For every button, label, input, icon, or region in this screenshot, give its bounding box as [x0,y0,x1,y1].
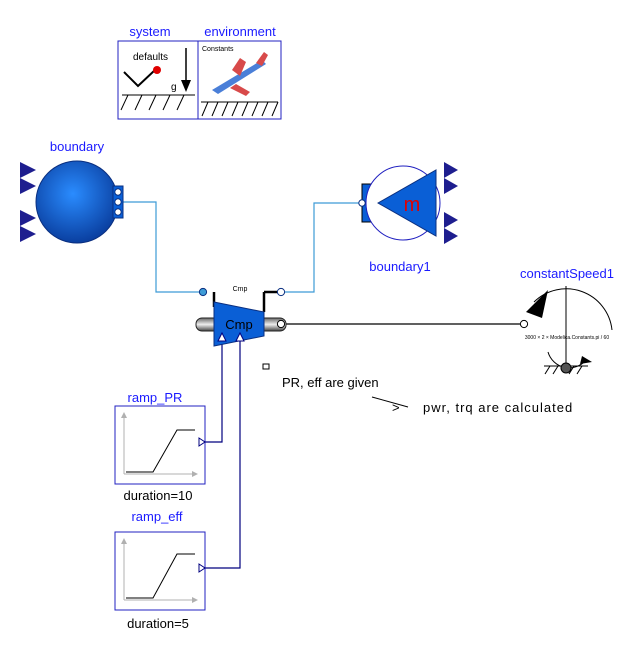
system-name: system [129,24,170,39]
system-defaults-label: defaults [133,52,168,63]
boundary-port-2[interactable] [114,198,122,206]
ramp-pr-box [114,405,206,485]
fluid-connection-cmp-boundary1[interactable] [281,202,360,293]
compressor-flange-port[interactable] [276,319,286,329]
ramp-pr-param: duration=10 [123,488,192,503]
compressor-trapezoid-icon [213,301,265,347]
system-g-label: g [171,82,177,93]
support-icon [560,362,572,374]
system-vee-icon [123,69,156,88]
signal-connection-ramp-eff[interactable] [205,336,241,569]
ramp-eff-box [114,531,206,611]
annotation-given: PR, eff are given [282,375,379,390]
boundary1-triangle-icon [376,169,437,237]
compressor-eff-input-port[interactable] [235,331,245,342]
boundary-input-ports [20,162,36,242]
environment-constants-label: Constants [202,46,234,53]
boundary1-input-ports [444,162,458,244]
ramp-eff-param: duration=5 [127,616,189,631]
constantSpeed1-name: constantSpeed1 [520,266,614,281]
environment-component[interactable]: environment Constants [197,24,282,120]
compressor-component[interactable]: Cmp Cmp [195,286,287,370]
boundary1-component[interactable]: m boundary1 [358,162,458,274]
compressor-pr-input-port[interactable] [217,331,227,342]
boundary-name: boundary [50,139,105,154]
compressor-inlet-port[interactable] [198,287,208,297]
compressor-outlet-port[interactable] [276,287,286,297]
speed-arrow-icon [526,290,548,318]
ramp-pr-name: ramp_PR [128,390,183,405]
constantSpeed1-param: 3000 × 2 × Modelica.Constants.pi / 60 [525,335,609,341]
annotation-arrow: > [392,400,400,415]
compressor-top-label: Cmp [233,286,248,293]
signal-connection-ramp-pr[interactable] [205,336,223,443]
ramp-eff-output-port[interactable] [198,563,206,573]
support-hatch-icon [544,365,583,375]
airplane-icon [212,52,268,96]
system-red-dot-icon [153,66,161,74]
ground-hatch-icon [120,94,185,111]
system-component[interactable]: system defaults g [117,24,199,120]
boundary1-name: boundary1 [369,259,430,274]
boundary-port-1[interactable] [114,188,122,196]
environment-name: environment [204,24,276,39]
boundary1-symbol: m [404,194,421,216]
ramp-eff-curve-icon [126,553,195,599]
fluid-connection-boundary-cmp[interactable] [118,201,203,293]
ramp-eff-component[interactable]: ramp_eff duration=5 [114,509,206,631]
boundary-sphere-icon [35,160,119,244]
annotation-calculated: pwr, trq are calculated [423,400,573,415]
environment-hatch-icon [201,101,279,117]
boundary-port-3[interactable] [114,208,122,216]
boundary1-port[interactable] [358,199,366,207]
constantSpeed1-component[interactable]: constantSpeed1 3000 × 2 × Modelica.Const… [519,266,614,375]
ramp-pr-component[interactable]: ramp_PR duration=10 [114,390,206,503]
compressor-symbol: Cmp [225,317,252,332]
constantSpeed1-flange-port[interactable] [519,319,529,329]
ramp-eff-name: ramp_eff [131,509,182,524]
ramp-pr-output-port[interactable] [198,437,206,447]
ramp-pr-curve-icon [126,429,195,473]
small-marker [262,363,270,370]
boundary-component[interactable]: boundary [20,139,124,244]
